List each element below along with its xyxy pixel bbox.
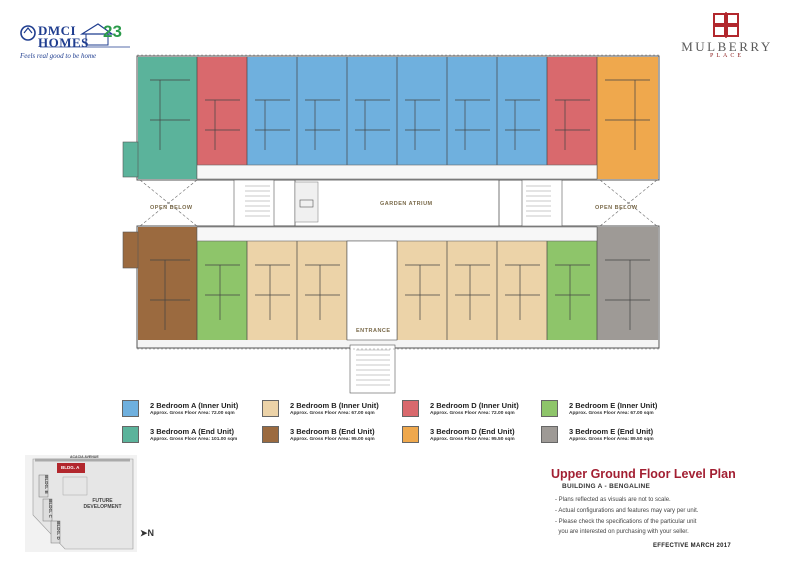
effective-date: EFFECTIVE MARCH 2017 bbox=[653, 543, 732, 549]
unit-2br-d-top-left bbox=[197, 57, 247, 165]
unit-3br-e-bottom bbox=[597, 227, 658, 340]
legend-name: 2 Bedroom D (Inner Unit) bbox=[430, 401, 519, 410]
legend-swatch bbox=[402, 400, 419, 417]
entrance-stairs bbox=[349, 344, 396, 394]
dmci-brand-name: DMCI HOMES bbox=[38, 23, 89, 50]
unit-2br-a-top-5 bbox=[447, 57, 497, 165]
legend-area: Approx. Gross Floor Area: 95.00 sqm bbox=[290, 437, 375, 442]
legend-swatch bbox=[541, 426, 558, 443]
unit-2br-a-top-1 bbox=[247, 57, 297, 165]
unit-2br-d-top-right bbox=[547, 57, 597, 165]
legend-name: 3 Bedroom B (End Unit) bbox=[290, 427, 375, 436]
key-map-bldg-a bbox=[57, 463, 85, 473]
legend-swatch bbox=[541, 400, 558, 417]
entrance-label: ENTRANCE bbox=[356, 328, 391, 334]
legend-swatch bbox=[262, 426, 279, 443]
key-map-future-dev-label: FUTURE DEVELOPMENT bbox=[83, 498, 122, 510]
dmci-tagline: Feels real good to be home bbox=[20, 52, 97, 60]
legend-area: Approx. Gross Floor Area: 67.00 sqm bbox=[290, 411, 375, 416]
legend-name: 3 Bedroom E (End Unit) bbox=[569, 427, 654, 436]
legend-name: 2 Bedroom E (Inner Unit) bbox=[569, 401, 658, 410]
legend-swatch bbox=[402, 426, 419, 443]
project-name: MULBERRY bbox=[681, 39, 773, 54]
mulberry-emblem-icon bbox=[713, 12, 739, 38]
disclaimer-note: you are interested on purchasing with yo… bbox=[555, 529, 689, 535]
site-key-map bbox=[25, 455, 137, 552]
legend-area: Approx. Gross Floor Area: 72.00 sqm bbox=[150, 411, 235, 416]
key-map-road-label: ACACIA AVENUE bbox=[70, 455, 99, 459]
unit-2br-a-top-2 bbox=[297, 57, 347, 165]
unit-3br-a-top bbox=[138, 57, 197, 179]
unit-2br-b-bottom-1 bbox=[247, 241, 297, 340]
open-below-right-label: OPEN BELOW bbox=[595, 205, 638, 211]
legend-name: 2 Bedroom B (Inner Unit) bbox=[290, 401, 379, 410]
dmci-anniversary-badge: 23 bbox=[103, 22, 122, 41]
plan-title: Upper Ground Floor Level Plan bbox=[551, 467, 736, 481]
north-arrow-icon: ➤ bbox=[140, 528, 148, 538]
unit-2br-b-bottom-3 bbox=[397, 241, 447, 340]
floor-plan bbox=[122, 54, 660, 394]
north-arrow: ➤N bbox=[140, 528, 154, 539]
unit-2br-b-bottom-4 bbox=[447, 241, 497, 340]
key-map-bldg-b-label: BLDG. B bbox=[43, 475, 49, 494]
garden-atrium bbox=[294, 179, 500, 227]
disclaimer-note: - Actual configurations and features may… bbox=[555, 508, 699, 514]
key-map-bldg-d-label: BLDG. D bbox=[55, 521, 61, 540]
north-label: N bbox=[147, 528, 155, 538]
key-map-bldg-c-label: BLDG. C bbox=[47, 499, 53, 518]
legend-name: 2 Bedroom A (Inner Unit) bbox=[150, 401, 239, 410]
open-below-left-label: OPEN BELOW bbox=[150, 205, 193, 211]
unit-2br-a-top-3 bbox=[347, 57, 397, 165]
unit-2br-b-bottom-5 bbox=[497, 241, 547, 340]
legend-area: Approx. Gross Floor Area: 72.00 sqm bbox=[430, 411, 515, 416]
legend-name: 3 Bedroom A (End Unit) bbox=[150, 427, 235, 436]
legend-swatch bbox=[122, 400, 139, 417]
legend-name: 3 Bedroom D (End Unit) bbox=[430, 427, 515, 436]
unit-2br-a-top-4 bbox=[397, 57, 447, 165]
unit-3br-d-top bbox=[597, 57, 658, 179]
plan-subtitle: BUILDING A - BENGALINE bbox=[562, 483, 651, 490]
unit-2br-e-bottom-right bbox=[547, 241, 597, 340]
garden-atrium-label: GARDEN ATRIUM bbox=[380, 201, 433, 207]
dmci-logo bbox=[20, 23, 130, 48]
legend-swatch bbox=[122, 426, 139, 443]
disclaimer-note: - Plans reflected as visuals are not to … bbox=[555, 497, 671, 503]
project-subname: PLACE bbox=[709, 53, 744, 59]
unit-2br-e-bottom-left bbox=[197, 241, 247, 340]
legend-area: Approx. Gross Floor Area: 89.50 sqm bbox=[569, 437, 654, 442]
disclaimer-note: - Please check the specifications of the… bbox=[555, 519, 697, 525]
legend-swatch bbox=[262, 400, 279, 417]
dmci-emblem-icon bbox=[20, 25, 36, 41]
legend-area: Approx. Gross Floor Area: 95.50 sqm bbox=[430, 437, 515, 442]
legend-area: Approx. Gross Floor Area: 101.00 sqm bbox=[150, 437, 238, 442]
key-map-bldg-a-label: BLDG. A bbox=[61, 465, 80, 470]
unit-3br-b-bottom bbox=[138, 227, 197, 340]
unit-2br-b-bottom-2 bbox=[297, 241, 347, 340]
legend-area: Approx. Gross Floor Area: 67.00 sqm bbox=[569, 411, 654, 416]
unit-2br-a-top-6 bbox=[497, 57, 547, 165]
